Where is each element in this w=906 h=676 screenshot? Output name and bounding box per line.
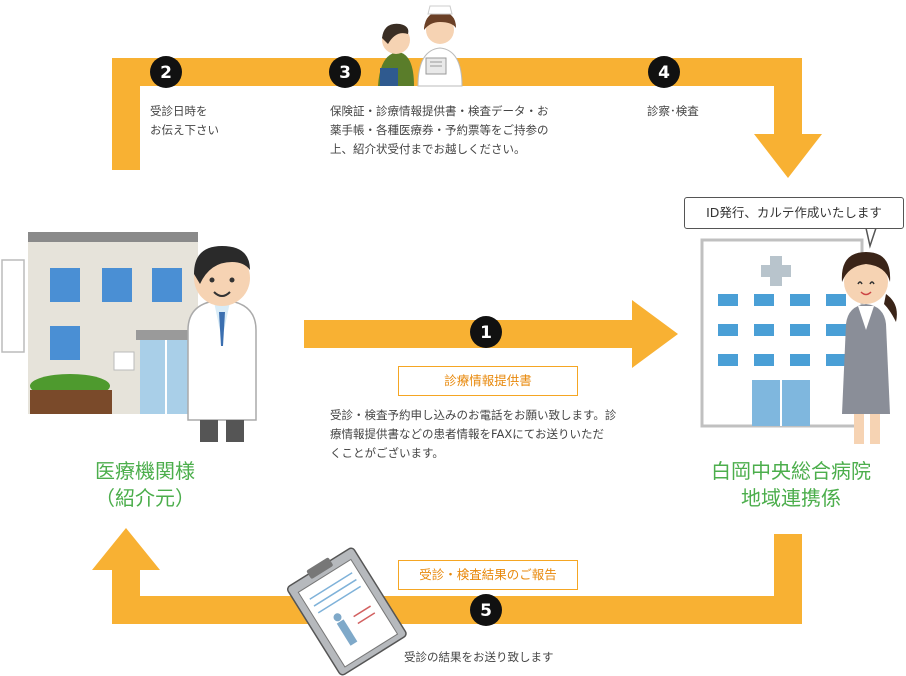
- referring-institution-title: 医療機関様 （紹介元）: [50, 458, 240, 512]
- step-3-line-3: 上、紹介状受付までお越しください。: [330, 140, 620, 159]
- speech-bubble: ID発行、カルテ作成いたします: [684, 197, 904, 229]
- step-number-3: 3: [339, 63, 351, 83]
- step-4-text: 診察･検査: [647, 102, 747, 121]
- step-number-1: 1: [480, 323, 492, 343]
- step-number-2: 2: [160, 63, 172, 83]
- hospital-name: 白岡中央総合病院: [686, 458, 896, 485]
- step-badge-2: 2: [150, 56, 182, 88]
- step-badge-3: 3: [329, 56, 361, 88]
- referral-desc-line-1: 受診・検査予約申し込みのお電話をお願い致します。診: [330, 406, 650, 425]
- referral-letter-box: 診療情報提供書: [398, 366, 578, 396]
- step-badge-5: 5: [470, 594, 502, 626]
- step-badge-1: 1: [470, 316, 502, 348]
- step-5-text: 受診の結果をお送り致します: [404, 648, 604, 667]
- clinic-building-illustration: [2, 232, 198, 414]
- referring-institution-line-1: 医療機関様: [50, 458, 240, 485]
- speech-bubble-tail: [866, 228, 876, 246]
- step-badge-4: 4: [648, 56, 680, 88]
- result-report-box: 受診・検査結果のご報告: [398, 560, 578, 590]
- step-2-line-1: 受診日時を: [150, 102, 260, 121]
- clipboard-report-illustration: [284, 543, 407, 676]
- step-3-line-1: 保険証・診療情報提供書・検査データ・お: [330, 102, 620, 121]
- referral-description: 受診・検査予約申し込みのお電話をお願い致します。診 療情報提供書などの患者情報を…: [330, 406, 650, 463]
- step-3-text: 保険証・診療情報提供書・検査データ・お 薬手帳・各種医療券・予約票等をご持参の …: [330, 102, 620, 159]
- step-number-4: 4: [658, 63, 670, 83]
- referring-institution-line-2: （紹介元）: [50, 485, 240, 512]
- step-3-line-2: 薬手帳・各種医療券・予約票等をご持参の: [330, 121, 620, 140]
- referral-desc-line-2: 療情報提供書などの患者情報をFAXにてお送りいただ: [330, 425, 650, 444]
- hospital-building-illustration: [702, 240, 862, 426]
- nurse-patient-illustration: [378, 6, 462, 86]
- doctor-illustration: [188, 246, 256, 442]
- department-name: 地域連携係: [686, 485, 896, 512]
- referral-desc-line-3: くことがございます。: [330, 444, 650, 463]
- step-2-text: 受診日時を お伝え下さい: [150, 102, 260, 140]
- hospital-department-title: 白岡中央総合病院 地域連携係: [686, 458, 896, 512]
- step-number-5: 5: [480, 601, 492, 621]
- step-2-line-2: お伝え下さい: [150, 121, 260, 140]
